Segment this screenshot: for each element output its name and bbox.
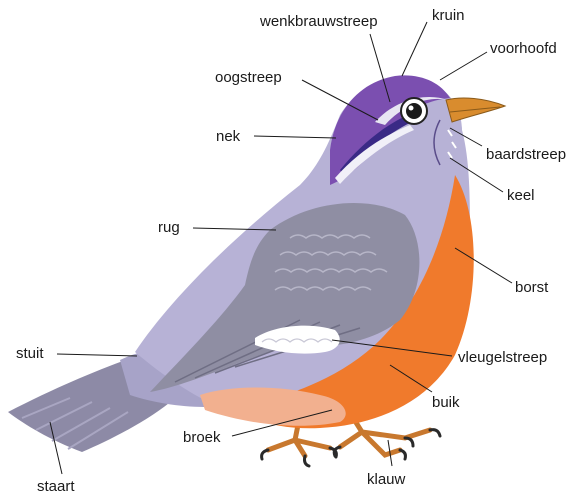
leader-stuit [57, 354, 137, 356]
leader-voorhoofd [440, 52, 487, 80]
label-klauw: klauw [367, 471, 406, 488]
bird-illustration [8, 75, 505, 466]
label-broek: broek [183, 429, 221, 446]
label-rug: rug [158, 219, 180, 236]
label-voorhoofd: voorhoofd [490, 40, 557, 57]
label-kruin: kruin [432, 7, 465, 24]
eye-pupil [406, 103, 422, 119]
label-oogstreep: oogstreep [215, 69, 282, 86]
label-buik: buik [432, 394, 460, 411]
label-staart: staart [37, 478, 75, 495]
label-wenkbrauwstreep: wenkbrauwstreep [259, 13, 378, 30]
label-baardstreep: baardstreep [486, 146, 566, 163]
leader-kruin [402, 22, 427, 76]
label-borst: borst [515, 279, 549, 296]
eye-highlight [409, 106, 414, 111]
label-vleugelstreep: vleugelstreep [458, 349, 547, 366]
label-stuit: stuit [16, 345, 44, 362]
label-keel: keel [507, 187, 535, 204]
leader-nek [254, 136, 336, 138]
label-nek: nek [216, 128, 241, 145]
beak [446, 98, 505, 122]
